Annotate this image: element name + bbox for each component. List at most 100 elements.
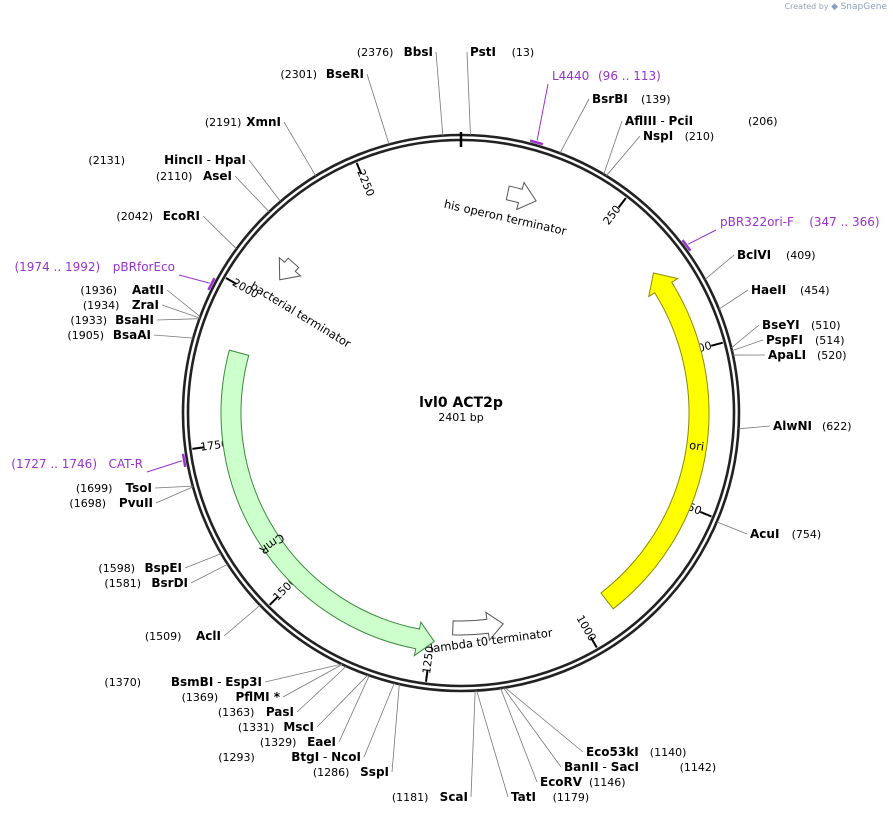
site-asei[interactable]: AseI(2110)	[156, 169, 270, 213]
site-alwni[interactable]: AlwNI(622)	[738, 419, 852, 433]
site-name-secondary: PciI	[669, 114, 694, 128]
site-leader	[476, 690, 509, 798]
site-leader	[363, 682, 395, 758]
site-leader	[500, 688, 538, 783]
site-msci[interactable]: MscI(1331)	[238, 674, 369, 734]
site-position: (622)	[822, 420, 852, 433]
site-leader	[234, 175, 270, 213]
tick-label: 1000	[574, 613, 599, 644]
site-ecorv[interactable]: EcoRV(1146)	[500, 688, 626, 789]
site-zrai[interactable]: ZraI(1934)	[83, 298, 200, 319]
site-leader	[248, 159, 281, 202]
site-position: (1905)	[67, 329, 104, 342]
site-name: AseI	[203, 169, 232, 183]
site-pasi[interactable]: PasI(1363)	[218, 665, 347, 719]
primer-bar-l4440	[529, 139, 544, 146]
site-position: (206)	[748, 115, 778, 128]
site-name: BtgI - NcoI	[291, 750, 361, 764]
site-tsoi[interactable]: TsoI(1699)	[76, 481, 193, 495]
site-name-primary: BsmBI	[171, 675, 213, 689]
site-position: (1142)	[680, 761, 717, 774]
site-bsmbi[interactable]: BsmBI - Esp3I(1370)	[104, 663, 342, 689]
site-position: (2131)	[88, 154, 125, 167]
site-bseyi[interactable]: BseYI(510)	[731, 318, 841, 349]
restriction-site-layer: PstI(13)BsrBI(139)AflIII - PciI(206)NspI…	[67, 45, 851, 804]
site-position: (1286)	[313, 766, 350, 779]
site-acli[interactable]: AclI(1509)	[145, 604, 261, 643]
site-position: (1293)	[218, 751, 255, 764]
site-haeii[interactable]: HaeII(454)	[718, 283, 830, 310]
watermark-brand: SnapGene	[840, 2, 887, 12]
feature-ori	[600, 272, 710, 610]
site-xmni[interactable]: XmnI(2191)	[205, 115, 317, 177]
site-btgi[interactable]: BtgI - NcoI (1293)	[218, 682, 395, 764]
site-name-primary: BtgI	[291, 750, 319, 764]
site-leader	[466, 51, 471, 136]
site-aatii[interactable]: AatII(1936)	[80, 283, 201, 317]
site-position: (514)	[815, 334, 845, 347]
site-leader	[503, 687, 562, 768]
site-leader	[603, 120, 623, 175]
tick-label: 1250	[420, 645, 437, 674]
site-name: EaeI	[307, 735, 336, 749]
site-eco53ki[interactable]: Eco53kI(1140)	[504, 687, 687, 759]
site-ecori[interactable]: EcoRI(2042)	[116, 209, 237, 250]
site-leader	[605, 135, 641, 177]
primer-leader	[687, 229, 717, 245]
site-position: (2376)	[357, 46, 394, 59]
site-name: BanII - SacI	[564, 760, 639, 774]
site-position: (1331)	[238, 721, 275, 734]
primer-range: (1727 .. 1746)	[11, 457, 97, 471]
site-nspi[interactable]: NspI(210)	[605, 129, 714, 177]
site-bsrdi[interactable]: BsrDI(1581)	[104, 563, 228, 590]
site-bsrbi[interactable]: BsrBI(139)	[559, 92, 671, 154]
site-eaei[interactable]: EaeI(1329)	[260, 675, 370, 749]
tick-mark	[710, 341, 723, 347]
primer-name: CAT-R	[108, 457, 143, 471]
site-name: Eco53kI	[586, 745, 639, 759]
site-psti[interactable]: PstI(13)	[466, 45, 534, 136]
site-bsahi[interactable]: BsaHI(1933)	[70, 313, 200, 327]
primer-range: (347 .. 366)	[809, 215, 879, 229]
site-bbsi[interactable]: BbsI (2376)	[357, 45, 444, 136]
site-name: ScaI	[440, 790, 468, 804]
site-name-primary: BanII	[564, 760, 599, 774]
site-bsaai[interactable]: BsaAI(1905)	[67, 328, 194, 342]
site-pvuii[interactable]: PvuII(1698)	[69, 486, 194, 510]
site-pspfi[interactable]: PspFI(514)	[731, 333, 845, 352]
site-tati[interactable]: TatI(1179)	[476, 690, 590, 804]
primer-pbrforeco[interactable]: pBRforEco(1974 .. 1992)	[14, 260, 175, 274]
site-position: (1933)	[70, 314, 107, 327]
site-leader	[153, 334, 194, 339]
feature-bacterial-terminator	[278, 256, 302, 281]
primer-pbr322ori-f[interactable]: pBR322ori-F(347 .. 366)	[720, 215, 880, 229]
site-afliii[interactable]: AflIII - PciI(206)	[603, 114, 778, 175]
site-acui[interactable]: AcuI(754)	[716, 521, 822, 541]
site-leader	[161, 304, 200, 319]
site-banii[interactable]: BanII - SacI (1142)	[503, 687, 717, 774]
site-bspei[interactable]: BspEI(1598)	[98, 553, 222, 575]
site-hincii[interactable]: HincII - HpaI(2131)	[88, 153, 281, 202]
site-bclvi[interactable]: BclVI(409)	[704, 248, 816, 280]
primer-name: pBRforEco	[113, 260, 175, 274]
primer-leader	[536, 83, 549, 141]
site-bseri[interactable]: BseRI(2301)	[280, 67, 390, 145]
primer-l4440[interactable]: L4440(96 .. 113)	[552, 69, 661, 83]
site-name-secondary: SacI	[611, 760, 639, 774]
site-sspi[interactable]: SspI(1286)	[313, 684, 400, 779]
primer-cat-r[interactable]: CAT-R (1727 .. 1746)	[11, 457, 143, 471]
site-leader	[154, 485, 193, 489]
tick-mark	[192, 446, 205, 450]
site-name: BspEI	[144, 561, 182, 575]
site-scai[interactable]: ScaI(1181)	[392, 690, 476, 804]
site-apali[interactable]: ApaLI(520)	[732, 348, 847, 362]
site-name: BseRI	[326, 67, 364, 81]
site-name: BseYI	[762, 318, 800, 332]
site-position: (1369)	[182, 691, 219, 704]
site-name: BbsI	[404, 45, 433, 59]
site-position: (1146)	[589, 776, 626, 789]
site-pflmi[interactable]: PflMI *(1369)	[182, 664, 343, 704]
site-leader	[718, 289, 749, 310]
site-name: ZraI	[132, 298, 159, 312]
site-position: (754)	[792, 528, 822, 541]
